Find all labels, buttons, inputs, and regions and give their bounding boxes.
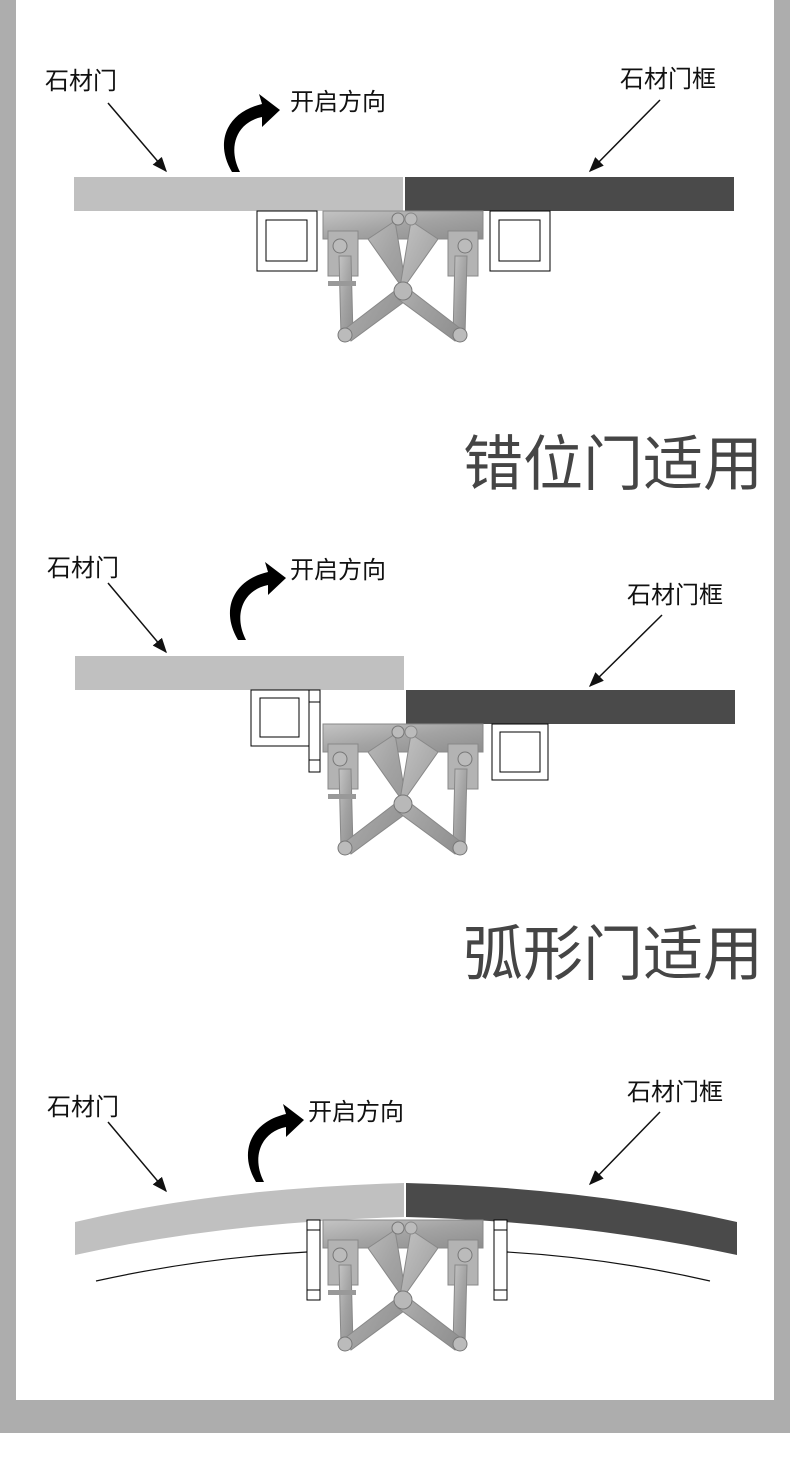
door-label: 石材门 — [47, 1093, 119, 1121]
open-direction-arrow-icon — [247, 1104, 304, 1182]
stone-frame-arc — [406, 1183, 737, 1255]
stone-door-bar — [75, 656, 404, 690]
frame-label: 石材门框 — [620, 65, 716, 93]
heading-curved-door: 弧形门适用 — [463, 920, 763, 990]
stone-door-arc — [75, 1183, 404, 1255]
frame-pointer-arrow — [588, 1111, 661, 1186]
hinge-mechanism — [322, 723, 484, 856]
diagram-curved-door: 石材门 开启方向 石材门框 — [47, 1078, 737, 1352]
arc-guide-line — [95, 1251, 711, 1282]
door-label: 石材门 — [47, 554, 119, 582]
direction-label: 开启方向 — [290, 556, 386, 584]
diagram-offset-door: 石材门 开启方向 石材门框 — [47, 554, 735, 856]
door-pointer-arrow — [107, 102, 167, 173]
hinge-mechanism — [322, 210, 484, 343]
frame-pointer-arrow — [588, 99, 661, 173]
stone-frame-bar — [405, 177, 734, 211]
hinge-mechanism — [322, 1219, 484, 1352]
door-label: 石材门 — [45, 67, 117, 95]
heading-offset-door: 错位门适用 — [463, 430, 763, 500]
stone-frame-bar — [406, 690, 735, 724]
frame-profile-left — [306, 1219, 321, 1301]
open-direction-arrow-icon — [223, 94, 280, 172]
door-pointer-arrow — [107, 1121, 167, 1193]
frame-label: 石材门框 — [627, 581, 723, 609]
frame-profile-right — [491, 723, 549, 781]
direction-label: 开启方向 — [308, 1098, 404, 1126]
frame-pointer-arrow — [588, 614, 663, 688]
direction-label: 开启方向 — [290, 88, 386, 116]
diagram-standard-door: 石材门 开启方向 石材门框 — [45, 65, 734, 343]
open-direction-arrow-icon — [229, 562, 286, 640]
door-pointer-arrow — [107, 582, 167, 654]
frame-label: 石材门框 — [627, 1078, 723, 1106]
frame-profile-right — [493, 1219, 508, 1301]
stone-door-bar — [74, 177, 403, 211]
